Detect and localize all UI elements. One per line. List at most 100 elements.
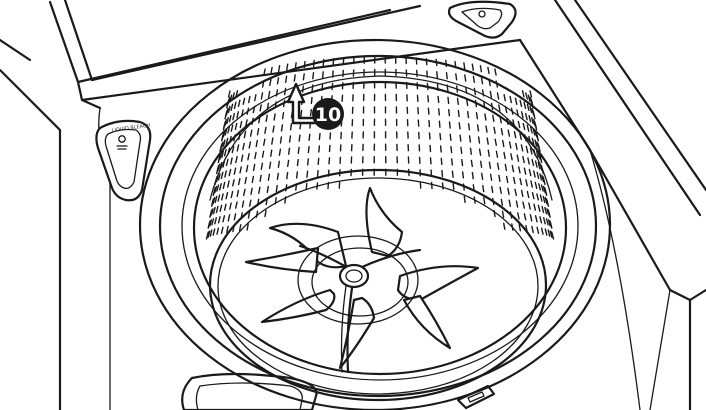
perforation-hole bbox=[222, 160, 226, 168]
perforation-hole bbox=[528, 202, 531, 210]
perforation-hole bbox=[265, 114, 268, 123]
perforation-hole bbox=[274, 101, 277, 109]
perforation-hole bbox=[516, 109, 519, 117]
perforation-hole bbox=[537, 161, 541, 170]
perforation-hole bbox=[531, 225, 534, 234]
perforation-hole bbox=[540, 227, 544, 235]
perforation-hole bbox=[484, 113, 487, 121]
perforation-hole bbox=[533, 148, 537, 157]
perforation-hole bbox=[227, 96, 231, 105]
perforation-hole bbox=[494, 138, 497, 147]
perforation-hole bbox=[280, 124, 284, 132]
callout-10: 10 bbox=[286, 82, 344, 130]
perforation-hole bbox=[475, 111, 479, 120]
perforation-hole bbox=[220, 171, 224, 180]
perforation-hole bbox=[230, 157, 233, 165]
dispenser-left-label: LIQUID BLEACH bbox=[111, 123, 150, 134]
perforation-hole bbox=[295, 171, 299, 179]
perforation-hole bbox=[456, 85, 459, 93]
perforation-hole bbox=[466, 98, 469, 107]
perforation-hole bbox=[322, 58, 325, 67]
perforation-hole bbox=[519, 99, 523, 108]
perforation-hole bbox=[300, 109, 303, 118]
perforation-hole bbox=[288, 135, 292, 143]
perforation-hole bbox=[252, 105, 256, 114]
perforation-hole bbox=[518, 224, 522, 232]
perforation-hole bbox=[481, 172, 484, 181]
perforation-hole bbox=[260, 162, 264, 171]
perforation-hole bbox=[439, 132, 442, 141]
perforation-hole bbox=[217, 216, 221, 224]
perforation-hole bbox=[483, 196, 486, 205]
perforation-hole bbox=[522, 155, 525, 164]
perforation-hole bbox=[534, 160, 538, 168]
perforation-hole bbox=[219, 204, 223, 213]
perforation-hole bbox=[212, 196, 216, 205]
perforation-hole bbox=[212, 187, 216, 195]
perforation-hole bbox=[209, 209, 213, 217]
perforation-hole bbox=[268, 161, 272, 170]
perforation-hole bbox=[500, 198, 504, 207]
perforation-hole bbox=[529, 105, 533, 114]
perforation-hole bbox=[226, 180, 230, 188]
perforation-hole bbox=[537, 204, 541, 213]
perforation-hole bbox=[536, 133, 539, 142]
perforation-hole bbox=[227, 105, 231, 114]
perforation-hole bbox=[445, 59, 448, 68]
perforation-hole bbox=[307, 145, 310, 154]
perforation-hole bbox=[296, 158, 299, 167]
perforation-hole bbox=[261, 80, 265, 88]
perforation-hole bbox=[438, 108, 440, 116]
perforation-hole bbox=[283, 87, 287, 96]
perforation-hole bbox=[532, 112, 536, 120]
perforation-hole bbox=[293, 74, 296, 82]
perforation-hole bbox=[240, 154, 244, 162]
perforation-hole bbox=[321, 71, 324, 79]
perforation-hole bbox=[234, 122, 238, 131]
perforation-hole bbox=[272, 125, 275, 133]
perforation-hole bbox=[228, 168, 232, 177]
perforation-hole bbox=[271, 137, 274, 145]
perforation-hole bbox=[428, 132, 431, 140]
perforation-hole bbox=[245, 119, 248, 127]
perforation-hole bbox=[246, 223, 249, 231]
perforation-hole bbox=[525, 145, 529, 154]
perforation-hole bbox=[544, 188, 548, 197]
perforation-hole bbox=[506, 117, 509, 126]
perforation-hole bbox=[478, 148, 482, 156]
dispenser-bottom-left bbox=[181, 372, 318, 410]
perforation-hole bbox=[493, 126, 496, 135]
perforation-hole bbox=[527, 94, 531, 102]
perforation-hole bbox=[317, 157, 320, 166]
perforation-hole bbox=[214, 195, 218, 204]
perforation-hole bbox=[547, 210, 551, 218]
perforation-hole bbox=[504, 163, 508, 172]
perforation-hole bbox=[318, 132, 321, 141]
perforation-hole bbox=[273, 113, 276, 121]
perforation-hole bbox=[429, 144, 432, 153]
perforation-hole bbox=[548, 219, 551, 227]
perforation-hole bbox=[536, 193, 539, 201]
perforation-hole bbox=[436, 83, 439, 91]
perforation-hole bbox=[225, 137, 229, 146]
perforation-hole bbox=[541, 166, 544, 175]
perforation-hole bbox=[308, 133, 311, 142]
perforation-hole bbox=[515, 142, 518, 151]
perforation-hole bbox=[302, 73, 305, 81]
perforation-hole bbox=[487, 149, 490, 157]
perforation-hole bbox=[278, 148, 282, 156]
perforation-hole bbox=[241, 109, 244, 117]
perforation-hole bbox=[514, 97, 518, 106]
perforation-hole bbox=[511, 164, 515, 173]
perforation-hole bbox=[526, 190, 530, 199]
perforation-hole bbox=[309, 108, 312, 117]
perforation-hole bbox=[270, 66, 273, 75]
perforation-hole bbox=[246, 107, 250, 115]
perforation-hole bbox=[496, 92, 500, 100]
perforation-hole bbox=[245, 164, 249, 173]
perforation-hole bbox=[469, 147, 472, 155]
perforation-hole bbox=[468, 135, 472, 143]
perforation-hole bbox=[223, 203, 227, 211]
perforation-hole bbox=[232, 112, 236, 121]
perforation-hole bbox=[230, 190, 234, 199]
